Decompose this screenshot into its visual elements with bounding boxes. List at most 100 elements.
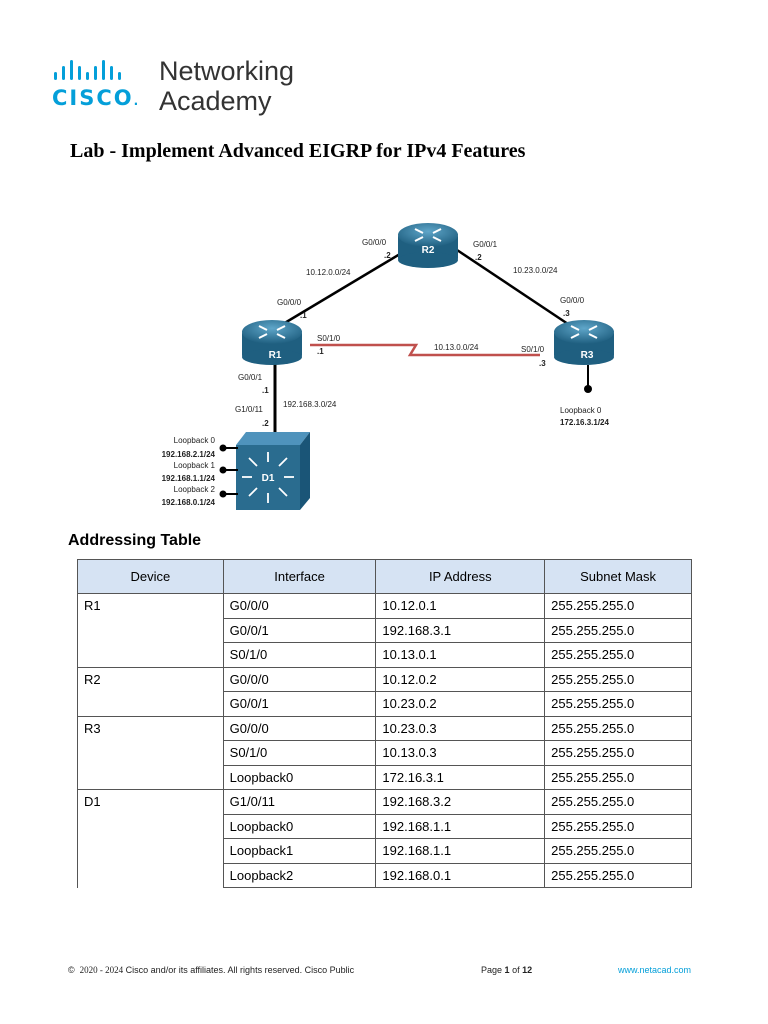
table-row: S0/1/0 10.13.0.1 255.255.255.0 — [78, 642, 692, 667]
ip-cell: 10.12.0.1 — [375, 593, 546, 618]
header-ip-address: IP Address — [375, 559, 546, 594]
website-link[interactable]: www.netacad.com — [618, 965, 692, 975]
mask-cell: 255.255.255.0 — [544, 789, 692, 814]
ip-cell: 10.23.0.3 — [375, 715, 546, 741]
interface-cell: S0/1/0 — [222, 642, 377, 667]
device-cell: D1 — [77, 789, 224, 888]
table-row: Loopback0 192.168.1.1 255.255.255.0 — [78, 813, 692, 839]
device-cell: R1 — [77, 593, 224, 667]
interface-cell: G0/0/0 — [222, 593, 377, 618]
multilayer-switch-arrows-icon — [242, 452, 294, 503]
router-r2-label: R2 — [422, 245, 435, 256]
r3-lo0-ip: 172.16.3.1/24 — [560, 418, 609, 427]
cisco-wordmark: CISCO. — [52, 86, 141, 110]
link-r1-r2 — [277, 246, 411, 329]
ip-cell: 10.12.0.2 — [375, 666, 546, 692]
router-r3[interactable]: R3 — [554, 320, 614, 365]
link-r1-r3-serial — [310, 343, 540, 357]
mask-cell: 255.255.255.0 — [544, 740, 692, 765]
logo-networking-text: Networking — [159, 56, 295, 86]
router-r1-label: R1 — [269, 350, 282, 361]
router-arrows-icon — [414, 228, 442, 242]
mask-cell: 255.255.255.0 — [544, 691, 692, 716]
r3-s010-ip: .3 — [539, 359, 546, 368]
table-header-row: Device Interface IP Address Subnet Mask — [77, 559, 692, 594]
r1-s010-ip: .1 — [317, 347, 324, 356]
r2-g001-ip: .2 — [475, 253, 482, 262]
mask-cell: 255.255.255.0 — [544, 862, 692, 888]
router-arrows-icon — [570, 325, 598, 339]
table-row: G0/0/1 10.23.0.2 255.255.255.0 — [78, 691, 692, 716]
switch-d1[interactable]: D1 — [236, 432, 310, 510]
device-cell: R2 — [77, 666, 224, 716]
d1-lo2-dot — [219, 490, 227, 498]
router-r3-label: R3 — [581, 350, 594, 361]
ip-cell: 192.168.1.1 — [375, 813, 546, 839]
d1-lo0-dot — [219, 444, 227, 452]
header-subnet-mask: Subnet Mask — [544, 559, 692, 594]
interface-cell: Loopback0 — [222, 813, 377, 839]
ip-cell: 192.168.0.1 — [375, 862, 546, 888]
switch-d1-label: D1 — [262, 473, 275, 484]
ip-cell: 172.16.3.1 — [375, 764, 546, 790]
router-arrows-icon — [258, 325, 286, 339]
r3-g000-ip: .3 — [563, 309, 570, 318]
copyright-notice: © 2020 - 2024 Cisco and/or its affiliate… — [68, 965, 355, 975]
device-cell: R3 — [77, 715, 224, 790]
network-topology-diagram: R2 R1 R3 D1 — [162, 223, 614, 510]
r1-g001-label: G0/0/1 — [238, 373, 263, 382]
mask-cell: 255.255.255.0 — [544, 838, 692, 863]
net-10-23-label: 10.23.0.0/24 — [513, 266, 558, 275]
net-10-13-label: 10.13.0.0/24 — [434, 343, 479, 352]
table-row: R1 G0/0/0 10.12.0.1 255.255.255.0 — [77, 593, 692, 667]
d1-lo1-ip: 192.168.1.1/24 — [162, 474, 216, 483]
mask-cell: 255.255.255.0 — [544, 715, 692, 741]
table-row: R3 G0/0/0 10.23.0.3 255.255.255.0 — [77, 715, 692, 790]
router-r1[interactable]: R1 — [242, 320, 302, 365]
interface-cell: Loopback0 — [222, 764, 377, 790]
d1-g1011-ip: .2 — [262, 419, 269, 428]
r1-g000-label: G0/0/0 — [277, 298, 302, 307]
link-r2-r3 — [456, 248, 575, 330]
table-row: S0/1/0 10.13.0.3 255.255.255.0 — [78, 740, 692, 765]
ip-cell: 10.13.0.1 — [375, 642, 546, 667]
table-row: R2 G0/0/0 10.12.0.2 255.255.255.0 — [77, 666, 692, 716]
d1-lo1-label: Loopback 1 — [174, 461, 216, 470]
cisco-networking-academy-logo: CISCO. Networking Academy — [52, 56, 312, 120]
r1-g001-ip: .1 — [262, 386, 269, 395]
d1-lo1-dot — [219, 466, 227, 474]
mask-cell: 255.255.255.0 — [544, 593, 692, 618]
d1-lo2-label: Loopback 2 — [174, 485, 216, 494]
interface-cell: G1/0/11 — [222, 789, 377, 814]
mask-cell: 255.255.255.0 — [544, 666, 692, 692]
header-device: Device — [77, 559, 224, 594]
ip-cell: 192.168.3.2 — [375, 789, 546, 814]
ip-cell: 192.168.1.1 — [375, 838, 546, 863]
interface-cell: S0/1/0 — [222, 740, 377, 765]
r2-g001-label: G0/0/1 — [473, 240, 498, 249]
r3-loopback-dot — [584, 385, 592, 393]
table-row: Loopback0 172.16.3.1 255.255.255.0 — [78, 764, 692, 790]
interface-cell: Loopback2 — [222, 862, 377, 888]
interface-cell: G0/0/0 — [222, 666, 377, 692]
table-row: G0/0/1 192.168.3.1 255.255.255.0 — [78, 617, 692, 643]
mask-cell: 255.255.255.0 — [544, 642, 692, 667]
r2-g000-label: G0/0/0 — [362, 238, 387, 247]
interface-cell: G0/0/1 — [222, 617, 377, 643]
d1-lo0-ip: 192.168.2.1/24 — [162, 450, 216, 459]
ip-cell: 192.168.3.1 — [375, 617, 546, 643]
cisco-bars-icon — [54, 60, 121, 80]
d1-g1011-label: G1/0/11 — [235, 405, 263, 414]
addressing-table: Device Interface IP Address Subnet Mask … — [77, 559, 692, 888]
r1-g000-ip: .1 — [300, 311, 307, 320]
interface-cell: G0/0/0 — [222, 715, 377, 741]
table-row: D1 G1/0/11 192.168.3.2 255.255.255.0 — [77, 789, 692, 888]
d1-lo0-label: Loopback 0 — [174, 436, 216, 445]
r3-s010-label: S0/1/0 — [521, 345, 545, 354]
table-row: Loopback1 192.168.1.1 255.255.255.0 — [78, 838, 692, 863]
ip-cell: 10.13.0.3 — [375, 740, 546, 765]
page-number: Page 1 of 12 — [481, 965, 533, 975]
router-r2[interactable]: R2 — [398, 223, 458, 268]
header-interface: Interface — [222, 559, 377, 594]
interface-cell: G0/0/1 — [222, 691, 377, 716]
